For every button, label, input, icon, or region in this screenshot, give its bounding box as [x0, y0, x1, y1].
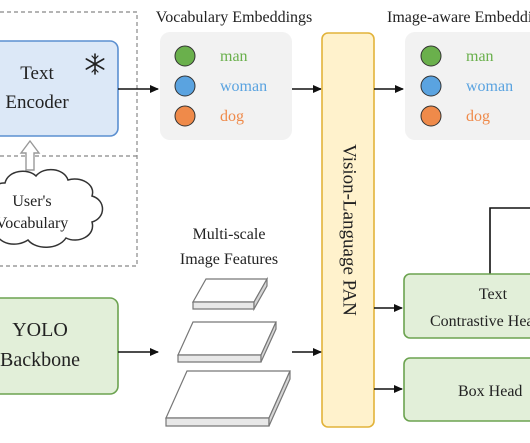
image-aware-label-dog: dog [466, 108, 490, 125]
feature-map-small [191, 276, 269, 312]
vocab-label-man: man [220, 48, 248, 65]
feature-map-large [165, 370, 291, 427]
vocabulary-embeddings-list: man woman dog [174, 45, 267, 127]
embedding-dot-green [174, 45, 196, 67]
image-aware-embeddings-title: Image-aware Embeddings [387, 9, 530, 26]
image-aware-item-man: man [420, 45, 494, 67]
yolo-backbone-box [0, 297, 119, 395]
embedding-dot-blue [174, 75, 196, 97]
box-head-label: Box Head [458, 383, 522, 400]
snowflake-icon [85, 53, 105, 75]
user-vocabulary-cloud [0, 168, 104, 248]
box-head-box [403, 357, 530, 422]
vocab-item-dog: dog [174, 105, 244, 127]
vocab-item-man: man [174, 45, 248, 67]
image-aware-label-woman: woman [466, 78, 513, 95]
image-aware-item-dog: dog [420, 105, 490, 127]
multi-scale-title-line1: Multi-scale [193, 226, 266, 243]
vocabulary-embeddings-title: Vocabulary Embeddings [156, 9, 313, 26]
text-encoder-box [0, 40, 119, 137]
text-encoder-label-line1: Text [20, 63, 54, 84]
embeddings-to-head-connector [489, 207, 530, 274]
image-aware-item-woman: woman [420, 75, 513, 97]
text-contrastive-head-box [403, 273, 530, 339]
embedding-dot-orange [174, 105, 196, 127]
user-vocabulary-line2: Vocabulary [0, 215, 68, 232]
text-contrastive-head-line2: Contrastive Head [430, 313, 530, 330]
text-contrastive-head-line1: Text [479, 286, 508, 303]
yolo-backbone-line2: Backbone [0, 349, 80, 371]
vision-language-pan-box [321, 32, 375, 428]
vocab-label-woman: woman [220, 78, 267, 95]
embedding-dot-green [420, 45, 442, 67]
embedding-dot-blue [420, 75, 442, 97]
vocabulary-to-encoder-arrow [19, 139, 41, 171]
image-aware-embeddings-list: man woman dog [420, 45, 513, 127]
vocab-label-dog: dog [220, 108, 244, 125]
vision-language-pan-label: Vision-Language PAN [339, 144, 360, 316]
image-aware-label-man: man [466, 48, 494, 65]
yolo-backbone-line1: YOLO [12, 319, 68, 341]
embedding-dot-orange [420, 105, 442, 127]
feature-map-medium [177, 321, 277, 363]
user-vocabulary-line1: User's [12, 193, 51, 210]
multi-scale-title-line2: Image Features [180, 251, 278, 268]
text-encoder-label-line2: Encoder [5, 92, 69, 113]
vocab-item-woman: woman [174, 75, 267, 97]
